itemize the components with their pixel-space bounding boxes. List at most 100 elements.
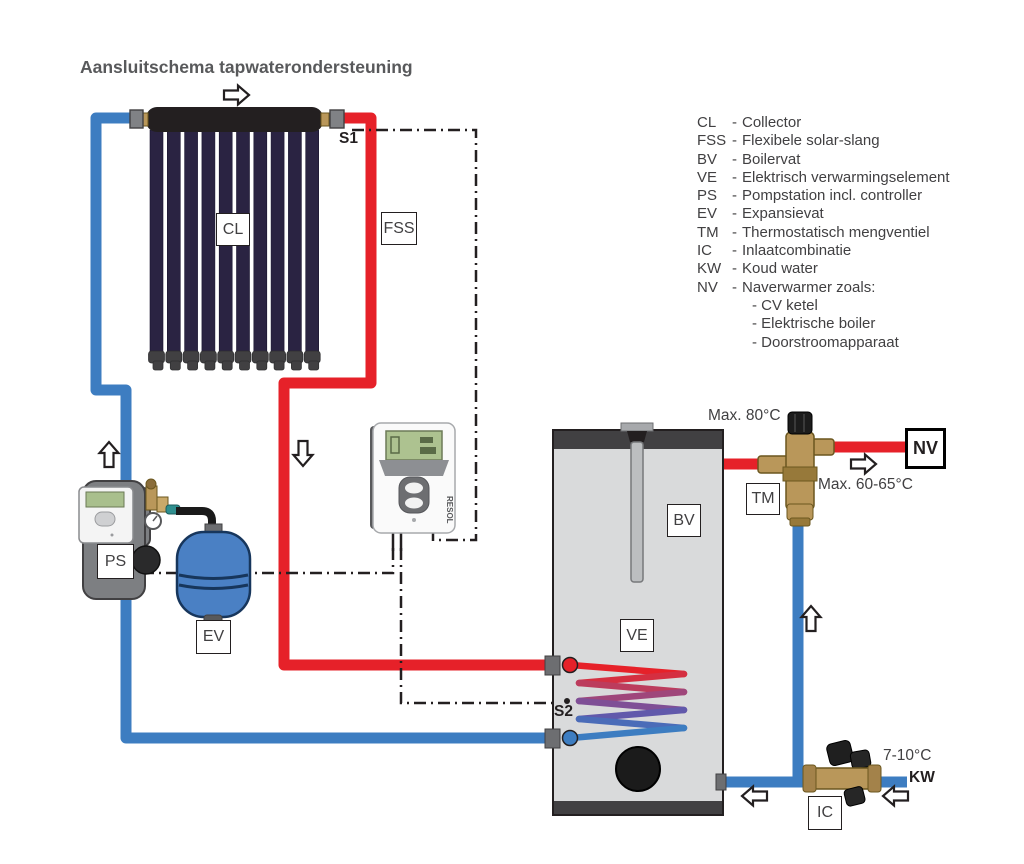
legend-abbr: TM bbox=[697, 223, 719, 241]
legend-abbr: CL bbox=[697, 114, 717, 131]
legend-nv-example: - CV ketel bbox=[752, 296, 818, 314]
legend-dash: - bbox=[732, 242, 737, 260]
flow-arrow-left-inlet-icon bbox=[740, 784, 769, 808]
flow-arrow-down-supply-icon bbox=[291, 439, 315, 468]
legend-desc: Elektrisch verwarmingselement bbox=[742, 168, 950, 186]
vessel-body bbox=[175, 530, 252, 619]
heating-element-flange bbox=[615, 746, 661, 792]
inlet-combination-valve bbox=[802, 739, 882, 807]
legend-dash: - bbox=[732, 132, 737, 150]
flow-arrow-right-nv-icon bbox=[849, 452, 878, 476]
legend-dash: - bbox=[732, 114, 737, 131]
legend-dash: - bbox=[732, 168, 737, 186]
pump-motor bbox=[131, 545, 161, 575]
ic-knob-large bbox=[826, 739, 854, 767]
legend-abbr: IC bbox=[697, 242, 712, 260]
solar-collector bbox=[129, 107, 345, 371]
coil-outlet-fitting bbox=[544, 728, 561, 749]
legend-desc: Collector bbox=[742, 114, 802, 131]
flow-arrow-left-kw-icon bbox=[881, 784, 910, 808]
controller-trim bbox=[379, 460, 449, 476]
legend-dash: - bbox=[732, 150, 737, 168]
coil-inlet-fitting bbox=[544, 655, 561, 676]
annotation-max-80: Max. 80°C bbox=[708, 407, 781, 424]
sensor-wire-s2 bbox=[399, 548, 552, 705]
expansion-vessel bbox=[175, 523, 252, 625]
ic-drain-knob bbox=[843, 786, 866, 807]
cold-inlet-fitting bbox=[715, 773, 727, 791]
legend-item: FSS-Flexibele solar-slang bbox=[697, 132, 950, 150]
sensor-s2-label: S2 bbox=[554, 703, 573, 720]
label-heating-element: VE bbox=[620, 619, 654, 652]
heat-exchanger-coil bbox=[567, 661, 688, 742]
legend-item: TM-Thermostatisch mengventiel bbox=[697, 224, 950, 242]
legend-desc: Pompstation incl. controller bbox=[742, 187, 923, 205]
legend-desc: Boilervat bbox=[742, 150, 801, 168]
legend-abbr: FSS bbox=[697, 132, 727, 150]
legend-item: NV-Naverwarmer zoals: bbox=[697, 279, 950, 297]
legend-nv-example: - Elektrische boiler bbox=[752, 315, 876, 333]
boiler-tank bbox=[544, 422, 727, 816]
pump-station bbox=[78, 478, 216, 600]
flow-arrows bbox=[97, 83, 910, 808]
controller-button-up bbox=[405, 482, 423, 494]
label-afterheater: NV bbox=[905, 428, 946, 469]
annotation-max-60-65: Max. 60-65°C bbox=[818, 476, 913, 493]
thermostatic-mixing-valve bbox=[757, 411, 835, 527]
label-fss: FSS bbox=[381, 212, 417, 245]
legend-desc: Flexibele solar-slang bbox=[742, 132, 880, 150]
legend-item: EV-Expansievat bbox=[697, 205, 950, 223]
solar-controller: RESOL bbox=[370, 422, 456, 534]
legend-dash: - bbox=[732, 260, 737, 278]
legend-item: PS-Pompstation incl. controller bbox=[697, 187, 950, 205]
label-expansion-vessel: EV bbox=[196, 620, 231, 654]
legend-abbr: VE bbox=[697, 168, 718, 186]
legend-abbr: KW bbox=[697, 260, 722, 278]
tank-cap bbox=[620, 422, 654, 432]
flow-arrow-up-coldfeed-icon bbox=[799, 604, 823, 633]
tank-cap-nut bbox=[627, 431, 647, 442]
legend-abbr: PS bbox=[697, 187, 718, 205]
label-mixing-valve: TM bbox=[746, 483, 780, 515]
sensor-s2-dot bbox=[564, 698, 570, 704]
legend-item: KW-Koud water bbox=[697, 260, 950, 278]
legend-abbr: NV bbox=[697, 278, 718, 296]
flow-arrow-right-collector-icon bbox=[222, 83, 251, 107]
coil-cold-port bbox=[561, 729, 579, 747]
cold-water-label: KW bbox=[909, 769, 935, 786]
control-wire-pump bbox=[131, 548, 395, 575]
legend-item: IC-Inlaatcombinatie bbox=[697, 242, 950, 260]
legend-item: VE-Elektrisch verwarmingselement bbox=[697, 169, 950, 187]
hot-solar-pipe bbox=[278, 112, 551, 671]
controller-led bbox=[412, 518, 416, 522]
expansion-vessel-hose bbox=[176, 507, 216, 531]
pump-station-fittings bbox=[144, 478, 181, 530]
legend-abbr: EV bbox=[697, 205, 718, 223]
cold-solar-return-pipe bbox=[90, 112, 551, 744]
legend-desc: Koud water bbox=[742, 260, 818, 278]
page-title: Aansluitschema tapwaterondersteuning bbox=[80, 57, 413, 77]
label-boiler: BV bbox=[667, 504, 701, 537]
coil-hot-port bbox=[561, 656, 579, 674]
pump-station-controller bbox=[78, 486, 134, 544]
legend-abbr: BV bbox=[697, 150, 718, 168]
legend-dash: - bbox=[732, 278, 737, 296]
tank-bottom-band bbox=[554, 801, 722, 814]
label-collector: CL bbox=[216, 213, 250, 246]
sensor-dip-tube bbox=[630, 441, 644, 583]
legend-dash: - bbox=[732, 205, 737, 223]
tm-valve-cap bbox=[787, 411, 813, 435]
label-inlet-combination: IC bbox=[808, 796, 842, 830]
legend-desc: Thermostatisch mengventiel bbox=[742, 223, 930, 241]
controller-brand-text: RESOL bbox=[445, 496, 454, 524]
collector-ports bbox=[129, 109, 345, 129]
legend-nv-example: - Doorstroomapparaat bbox=[752, 333, 899, 351]
legend-dash: - bbox=[732, 187, 737, 205]
legend-dash: - bbox=[732, 223, 737, 241]
legend-desc: Expansievat bbox=[742, 205, 824, 223]
collector-header bbox=[146, 107, 323, 132]
collector-tube-caps bbox=[148, 350, 321, 371]
controller-wire-stubs bbox=[391, 531, 435, 551]
